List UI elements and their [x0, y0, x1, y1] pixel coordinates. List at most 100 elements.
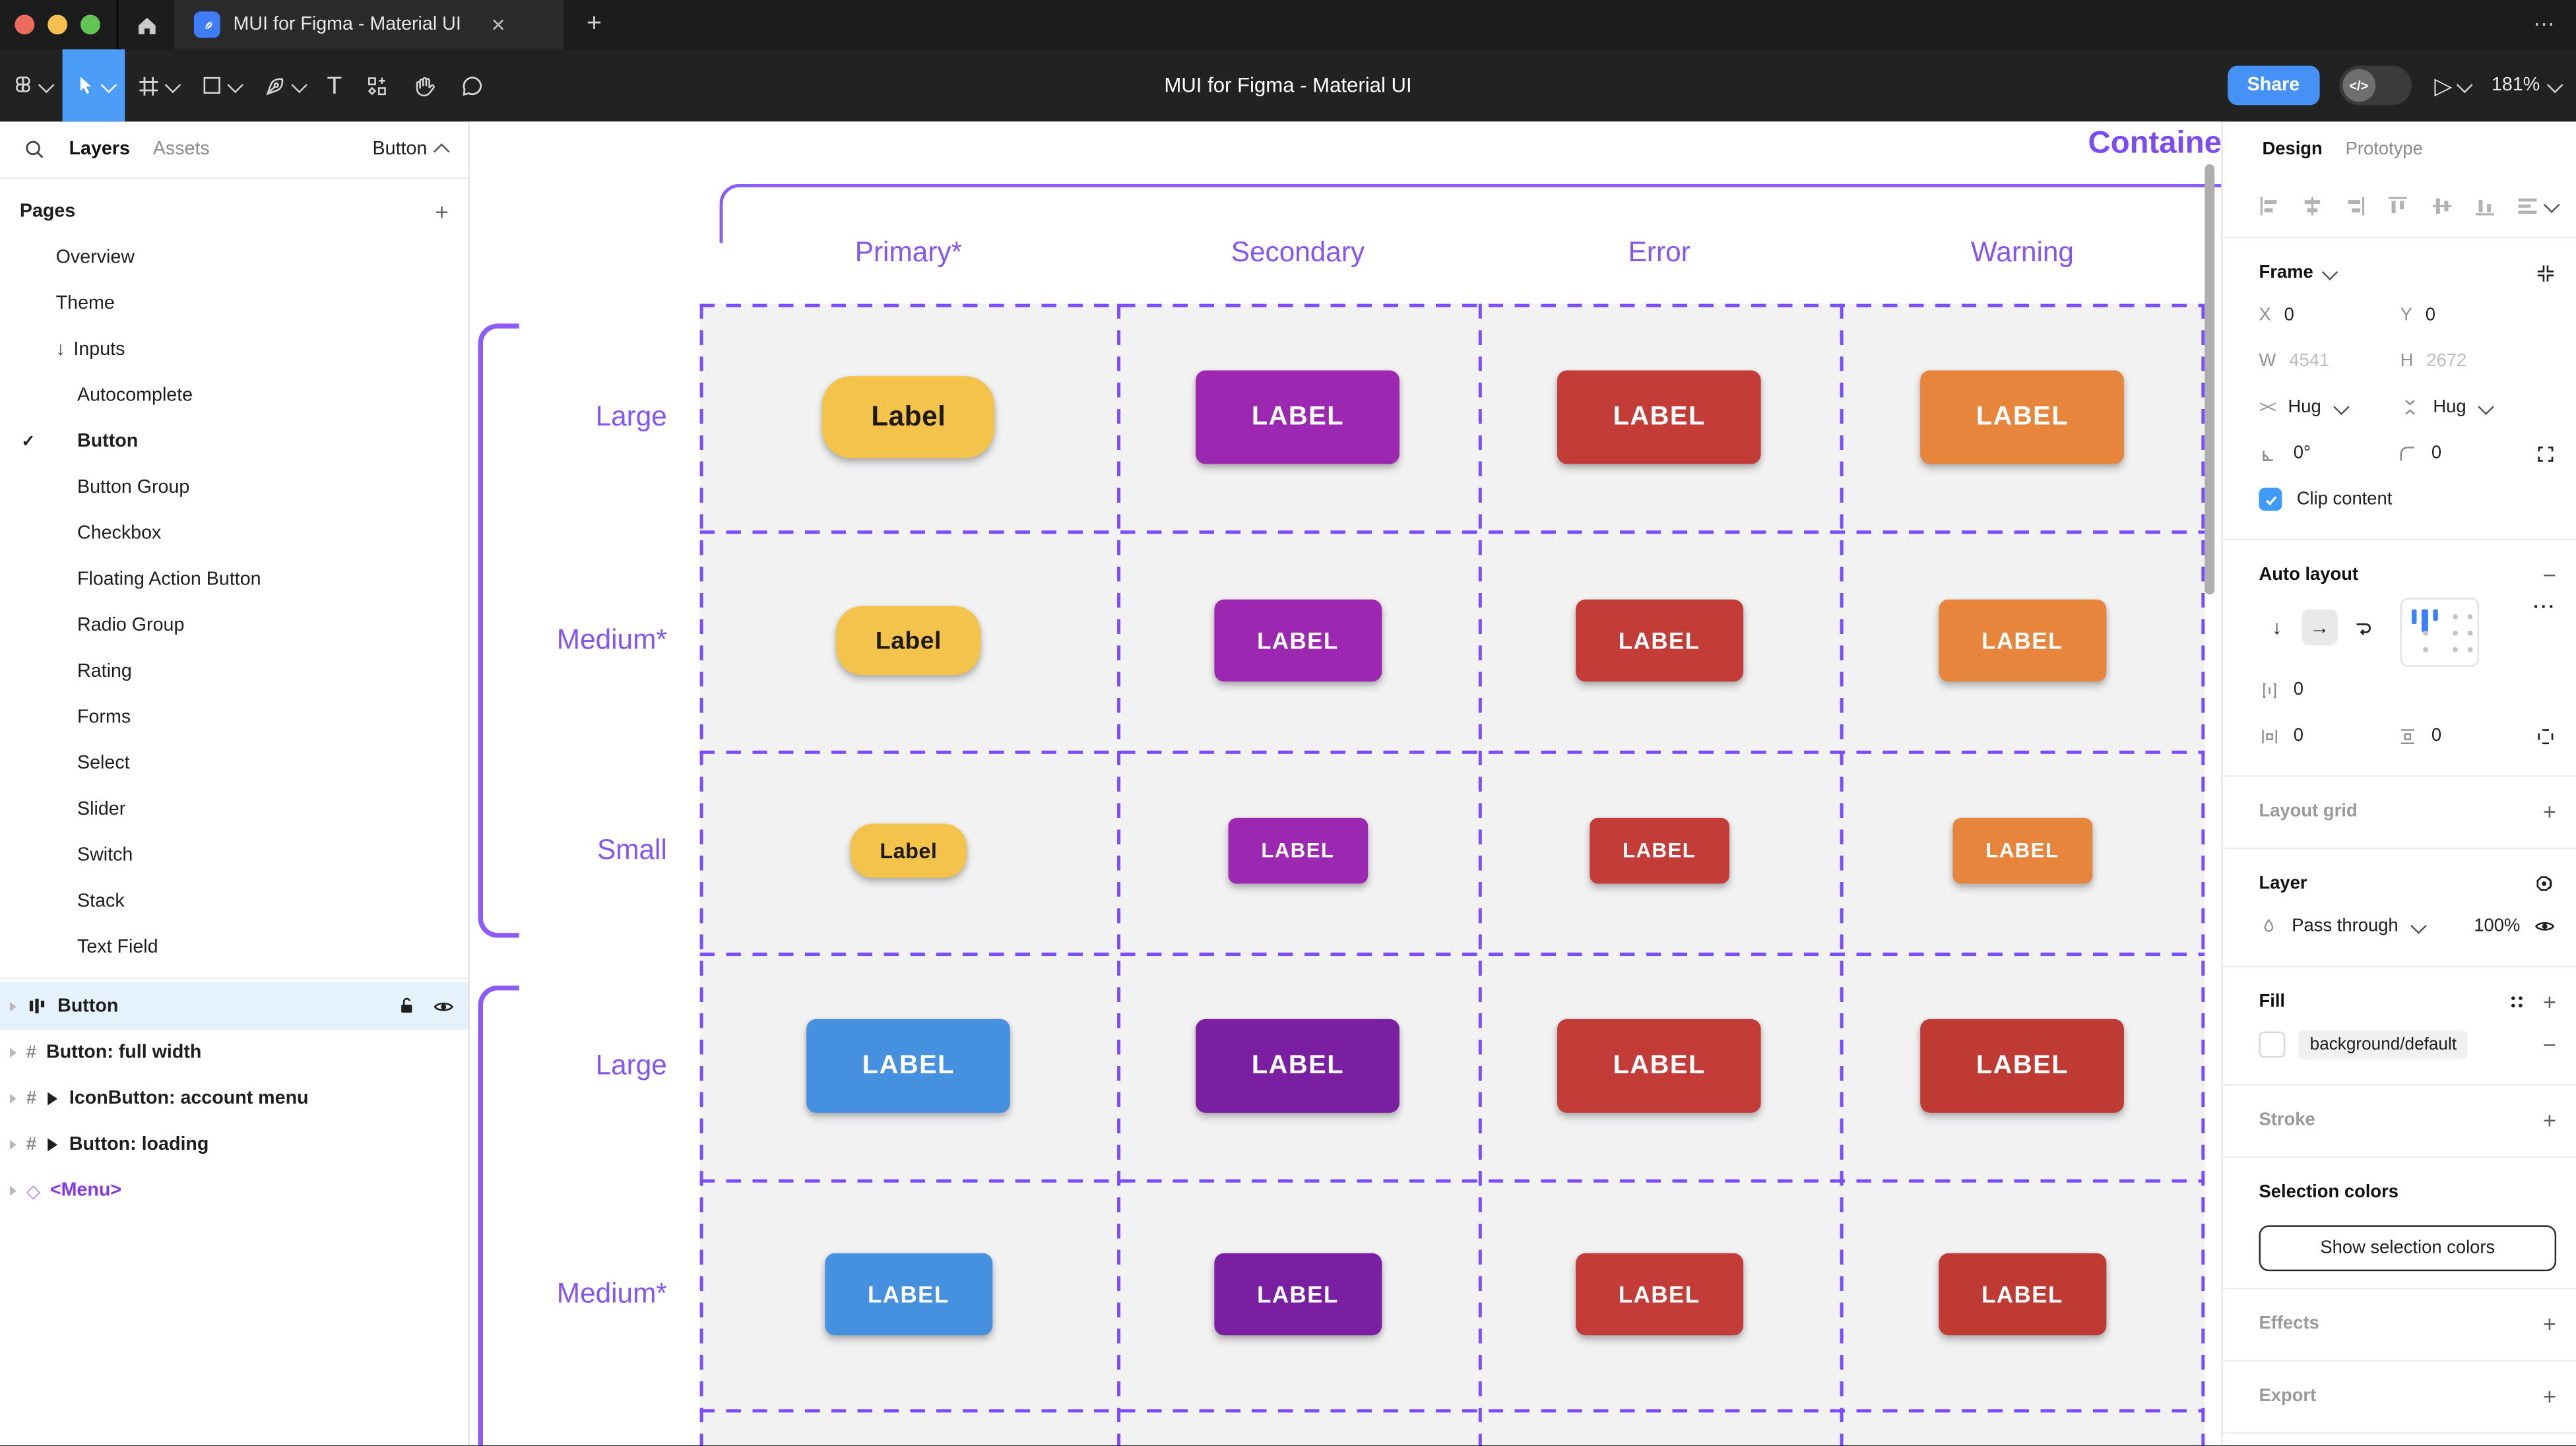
page-item-stack[interactable]: Stack: [77, 891, 125, 912]
eye-icon[interactable]: [2533, 915, 2556, 938]
page-item-radio-group[interactable]: Radio Group: [77, 615, 185, 636]
horizontal-resizing-select[interactable]: >< Hug: [2259, 398, 2400, 417]
add-stroke-button[interactable]: +: [2542, 1107, 2557, 1133]
layer-row-button-loading[interactable]: # Button: loading: [0, 1122, 468, 1168]
tab-assets[interactable]: Assets: [152, 139, 210, 160]
close-tab-icon[interactable]: ✕: [490, 15, 506, 36]
layer-row-iconbutton-account-menu[interactable]: # IconButton: account menu: [0, 1076, 468, 1122]
page-selector[interactable]: Button: [373, 140, 450, 160]
page-item-inputs[interactable]: ↓ Inputs: [55, 340, 125, 360]
eye-icon[interactable]: [432, 995, 455, 1018]
gap-input[interactable]: 0: [2293, 679, 2304, 700]
contained-button[interactable]: LABEL: [1576, 599, 1743, 682]
frame-section-title[interactable]: Frame: [2259, 263, 2313, 283]
align-horizontal-center-icon[interactable]: [2300, 194, 2325, 218]
hand-tool-button[interactable]: [401, 49, 449, 122]
contained-button[interactable]: LABEL: [1952, 817, 2092, 884]
move-tool-button[interactable]: [62, 49, 125, 122]
auto-layout-more-icon[interactable]: ···: [2533, 598, 2557, 618]
layer-opacity-input[interactable]: 100%: [2474, 916, 2521, 937]
share-button[interactable]: Share: [2227, 65, 2320, 106]
comment-tool-button[interactable]: [449, 49, 496, 122]
contained-button[interactable]: LABEL: [1214, 599, 1382, 682]
frame-tool-button[interactable]: [125, 49, 189, 122]
expand-chevron-icon[interactable]: [9, 1048, 16, 1058]
align-vertical-center-icon[interactable]: [2429, 194, 2453, 218]
contained-button[interactable]: LABEL: [825, 1253, 992, 1336]
frame-title[interactable]: Contained: [2088, 126, 2222, 162]
height-input[interactable]: 2672: [2426, 351, 2467, 371]
lock-open-icon[interactable]: [396, 995, 417, 1017]
page-item-slider[interactable]: Slider: [77, 800, 126, 820]
home-button[interactable]: [116, 0, 174, 49]
page-item-floating-action-button[interactable]: Floating Action Button: [77, 569, 261, 590]
tab-design[interactable]: Design: [2262, 139, 2323, 159]
add-export-button[interactable]: +: [2542, 1383, 2557, 1410]
page-item-rating[interactable]: Rating: [77, 662, 132, 682]
contained-button[interactable]: LABEL: [1557, 1019, 1762, 1113]
text-tool-button[interactable]: T: [315, 49, 354, 122]
page-item-select[interactable]: Select: [77, 753, 130, 774]
fill-variable-chip[interactable]: background/default: [2298, 1030, 2468, 1059]
add-fill-button[interactable]: +: [2542, 988, 2557, 1015]
page-item-button-group[interactable]: Button Group: [77, 478, 190, 498]
blend-mode-icon[interactable]: [2533, 872, 2556, 895]
page-item-autocomplete[interactable]: Autocomplete: [77, 386, 193, 406]
contained-button[interactable]: LABEL: [1939, 599, 2106, 682]
align-top-icon[interactable]: [2386, 194, 2410, 218]
blend-mode-select[interactable]: Pass through: [2292, 916, 2399, 937]
expand-chevron-icon[interactable]: [9, 1094, 16, 1104]
vertical-padding-input[interactable]: 0: [2431, 726, 2442, 746]
show-selection-colors-button[interactable]: Show selection colors: [2259, 1225, 2557, 1272]
canvas-scrollbar[interactable]: [2205, 164, 2215, 595]
page-item-text-field[interactable]: Text Field: [77, 937, 158, 958]
x-input[interactable]: 0: [2284, 305, 2294, 325]
search-icon[interactable]: [23, 138, 46, 161]
contained-button[interactable]: LABEL: [1576, 1253, 1743, 1336]
contained-button[interactable]: Label: [850, 823, 967, 878]
tab-prototype[interactable]: Prototype: [2345, 139, 2423, 159]
add-layout-grid-button[interactable]: +: [2542, 798, 2557, 825]
layer-row-button[interactable]: Button: [0, 982, 468, 1030]
remove-auto-layout-button[interactable]: −: [2542, 561, 2557, 588]
styles-grid-icon[interactable]: [2507, 992, 2527, 1012]
auto-layout-wrap-button[interactable]: [2344, 610, 2381, 646]
independent-corners-icon[interactable]: [2535, 443, 2556, 464]
page-item-theme[interactable]: Theme: [55, 294, 115, 314]
close-window-button[interactable]: [15, 15, 35, 35]
contained-button[interactable]: LABEL: [1228, 817, 1368, 884]
zoom-window-button[interactable]: [80, 15, 100, 35]
contained-button[interactable]: LABEL: [1920, 1019, 2125, 1113]
contained-button[interactable]: LABEL: [806, 1019, 1011, 1113]
y-input[interactable]: 0: [2425, 305, 2436, 325]
contained-button[interactable]: LABEL: [1939, 1253, 2106, 1336]
add-page-button[interactable]: +: [435, 199, 449, 226]
rotation-input[interactable]: 0°: [2293, 443, 2311, 464]
canvas[interactable]: Contained Primary* Secondary Error Warni…: [470, 121, 2222, 1446]
main-menu-button[interactable]: [0, 49, 63, 122]
expand-chevron-icon[interactable]: [9, 1185, 16, 1196]
auto-layout-vertical-button[interactable]: ↓: [2272, 615, 2282, 639]
auto-layout-alignment-widget[interactable]: [2400, 598, 2480, 667]
page-item-overview[interactable]: Overview: [55, 247, 135, 268]
contained-button[interactable]: LABEL: [1196, 370, 1400, 464]
align-left-icon[interactable]: [2257, 194, 2282, 218]
new-tab-button[interactable]: +: [586, 9, 602, 38]
fill-color-swatch[interactable]: [2259, 1031, 2286, 1058]
contained-button[interactable]: LABEL: [1196, 1019, 1400, 1113]
align-bottom-icon[interactable]: [2472, 194, 2497, 218]
add-effect-button[interactable]: +: [2542, 1310, 2557, 1337]
tab-layers[interactable]: Layers: [69, 139, 130, 160]
expand-chevron-icon[interactable]: [9, 1139, 16, 1150]
independent-padding-icon[interactable]: [2535, 725, 2556, 746]
corner-radius-input[interactable]: 0: [2431, 443, 2442, 464]
distribute-menu[interactable]: [2515, 194, 2560, 218]
remove-fill-button[interactable]: −: [2542, 1031, 2557, 1058]
zoom-level-select[interactable]: 181%: [2492, 76, 2563, 95]
width-input[interactable]: 4541: [2289, 351, 2330, 371]
align-right-icon[interactable]: [2343, 194, 2367, 218]
clip-content-checkbox[interactable]: [2259, 487, 2282, 511]
layer-row-button-full-width[interactable]: # Button: full width: [0, 1030, 468, 1076]
window-overflow-menu-icon[interactable]: ⋯: [2533, 11, 2557, 36]
contained-button[interactable]: LABEL: [1920, 370, 2125, 464]
